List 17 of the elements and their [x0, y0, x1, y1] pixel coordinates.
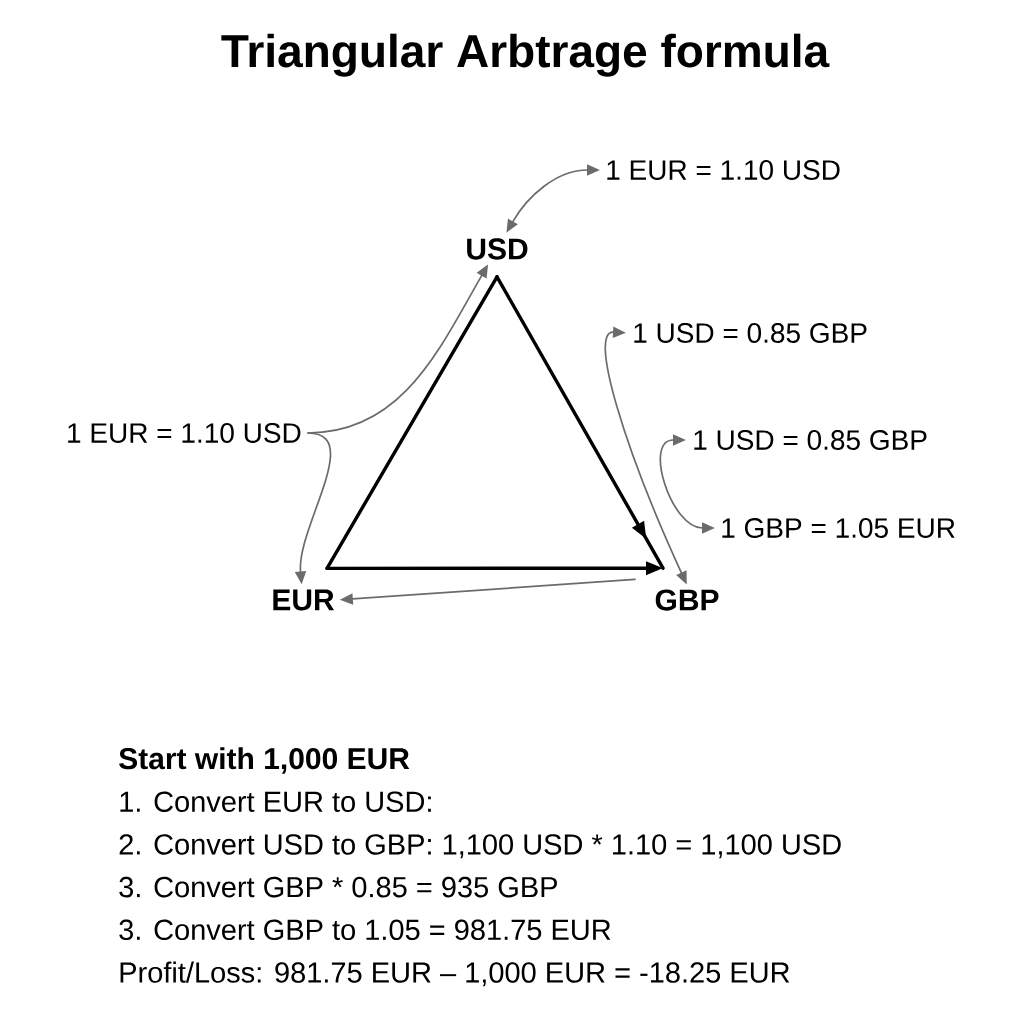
currency-label: GBP — [655, 589, 719, 611]
triangle-side — [495, 275, 665, 570]
rate-label: 1 GBP = 1.05 EUR — [722, 518, 955, 538]
rate-label: 1 EUR = 1.10 USD — [607, 160, 840, 180]
title: Triangular Arbtrage formula — [221, 33, 830, 77]
calculation-line: 3. Convert GBP * 0.85 = 935 GBP — [119, 876, 557, 898]
triangle-side — [325, 275, 499, 571]
calculation-line: 2. Convert USD to GBP: 1,100 USD * 1.10 = 1,100 USD — [119, 834, 841, 859]
calculation-line: 3. Convert GBP to 1.05 = 981.75 EUR — [119, 919, 611, 941]
calculation-line: Profit/Loss: 981.75 EUR – 1,000 EUR = -18.25 EUR — [120, 961, 790, 987]
currency-label: EUR — [273, 589, 335, 611]
rate-label: 1 EUR = 1.10 USD — [68, 423, 301, 443]
heading: Start with 1,000 EUR — [119, 747, 410, 774]
rate-label: 1 USD = 0.85 GBP — [634, 323, 867, 343]
currency-label: USD — [467, 238, 528, 260]
calculation-line: 1. Convert EUR to USD: — [120, 791, 431, 812]
rate-label: 1 USD = 0.85 GBP — [694, 430, 927, 450]
